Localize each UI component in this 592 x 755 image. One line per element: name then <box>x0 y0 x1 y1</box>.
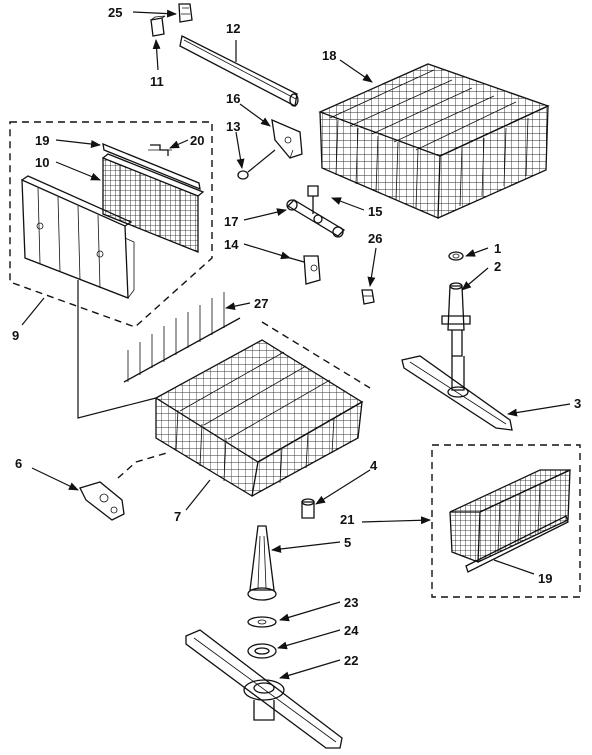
part-25-clip <box>178 3 193 23</box>
part-10-silverware-basket <box>102 153 205 253</box>
label-5: 5 <box>344 535 351 550</box>
part-18-upper-rack <box>318 63 550 219</box>
assembly-9-dashed-box <box>9 121 213 328</box>
label-6: 6 <box>15 456 22 471</box>
part-27-tines <box>123 292 241 383</box>
label-25: 25 <box>108 5 122 20</box>
leader-lines <box>21 9 571 680</box>
label-16: 16 <box>226 91 240 106</box>
part-11-block <box>150 15 166 37</box>
part-16-bracket <box>271 118 303 159</box>
part-23-washer <box>247 616 277 628</box>
label-26: 26 <box>368 231 382 246</box>
part-19-strip-upper <box>102 142 201 191</box>
label-13: 13 <box>226 119 240 134</box>
part-24-nut <box>247 643 277 659</box>
part-21-basket <box>449 468 571 563</box>
label-9: 9 <box>12 328 19 343</box>
label-18: 18 <box>322 48 336 63</box>
part-19-strip-lower <box>465 515 569 573</box>
label-22: 22 <box>344 653 358 668</box>
assembly-21-dashed-box <box>431 444 581 598</box>
label-23: 23 <box>344 595 358 610</box>
label-4: 4 <box>370 458 378 473</box>
part-13-screw <box>237 149 276 180</box>
label-10: 10 <box>35 155 49 170</box>
part-22-lower-spray-arm <box>185 629 343 749</box>
label-21: 21 <box>340 512 354 527</box>
label-1: 1 <box>494 241 501 256</box>
part-3-upper-spray-arm <box>401 355 513 431</box>
part-12-rail <box>179 35 299 107</box>
label-19-lower: 19 <box>538 571 552 586</box>
part-6-bracket <box>79 481 125 521</box>
label-11: 11 <box>150 74 164 89</box>
label-3: 3 <box>574 396 581 411</box>
label-17: 17 <box>224 214 238 229</box>
part-14-valve <box>289 255 321 285</box>
part-1-nut <box>448 251 464 261</box>
part-2-tube <box>441 282 471 357</box>
label-2: 2 <box>494 259 501 274</box>
label-27: 27 <box>254 296 268 311</box>
part-20-clip <box>148 144 172 156</box>
label-14: 14 <box>224 237 239 252</box>
part-26-fitting <box>361 289 375 305</box>
label-12: 12 <box>226 21 240 36</box>
label-19-upper: 19 <box>35 133 49 148</box>
part-7-lower-rack <box>154 321 371 498</box>
label-24: 24 <box>344 623 359 638</box>
part-4-tube <box>301 498 315 519</box>
dashed-line-6-to-7 <box>117 451 171 479</box>
label-20: 20 <box>190 133 204 148</box>
part-15-spray-arm-bracket <box>286 185 346 238</box>
label-15: 15 <box>368 204 382 219</box>
part-5-lower-tube <box>247 525 277 601</box>
connector-line-9 <box>77 280 157 419</box>
label-7: 7 <box>174 509 181 524</box>
part-9-basket-panel <box>21 175 135 299</box>
